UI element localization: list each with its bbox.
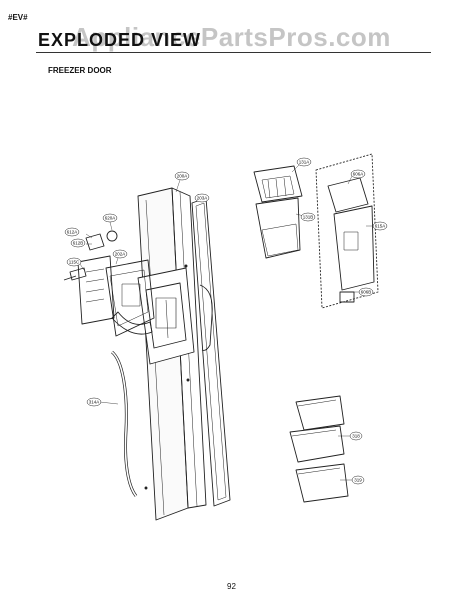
svg-text:318: 318 — [352, 434, 360, 439]
svg-text:620A: 620A — [105, 216, 116, 221]
svg-text:203A: 203A — [197, 196, 208, 201]
svg-text:612B: 612B — [73, 241, 84, 246]
door-bin-1 — [295, 395, 345, 431]
svg-text:200A: 200A — [177, 174, 188, 179]
callout-115c: 115C — [66, 257, 82, 267]
callout-200a: 200A — [174, 171, 190, 181]
svg-text:606B: 606B — [361, 290, 372, 295]
page-title: EXPLODED VIEW — [38, 30, 202, 50]
svg-text:615A: 615A — [375, 224, 386, 229]
callout-620a: 620A — [102, 213, 118, 223]
svg-text:314A: 314A — [89, 400, 100, 405]
door-bin-2 — [289, 425, 345, 463]
switch-parts — [63, 230, 118, 281]
title-rule — [36, 52, 431, 53]
svg-text:319: 319 — [354, 478, 362, 483]
dispenser-cover — [105, 259, 155, 337]
callout-203a: 203A — [194, 193, 210, 203]
control-panel — [77, 255, 115, 325]
callout-319: 319 — [351, 475, 365, 485]
watermark-text: AppliancePartsPros.com — [72, 22, 391, 52]
callout-615a: 615A — [372, 221, 388, 231]
callout-202a: 202A — [112, 249, 128, 259]
callout-612a: 612A — [64, 227, 80, 237]
callout-606a: 606A — [350, 169, 366, 179]
svg-text:131A: 131A — [299, 160, 310, 165]
section-title: FREEZER DOOR — [48, 66, 112, 75]
callout-314a: 314A — [86, 397, 102, 407]
callout-606b: 606B — [358, 287, 374, 297]
callout-612b: 612B — [70, 238, 86, 248]
ice-maker-assembly — [315, 153, 379, 309]
svg-text:606A: 606A — [353, 172, 364, 177]
callout-131b: 131B — [300, 212, 316, 222]
ice-bin-top — [253, 165, 303, 203]
svg-text:115C: 115C — [69, 260, 80, 265]
svg-text:612A: 612A — [67, 230, 78, 235]
ice-bin — [255, 197, 301, 259]
revision-code: #EV# — [8, 13, 28, 22]
callout-131a: 131A — [296, 157, 312, 167]
callout-318: 318 — [349, 431, 363, 441]
svg-text:131B: 131B — [303, 215, 314, 220]
svg-text:202A: 202A — [115, 252, 126, 257]
page-number: 92 — [227, 582, 236, 591]
door-bin-3 — [295, 463, 349, 503]
door-handle — [110, 350, 138, 497]
